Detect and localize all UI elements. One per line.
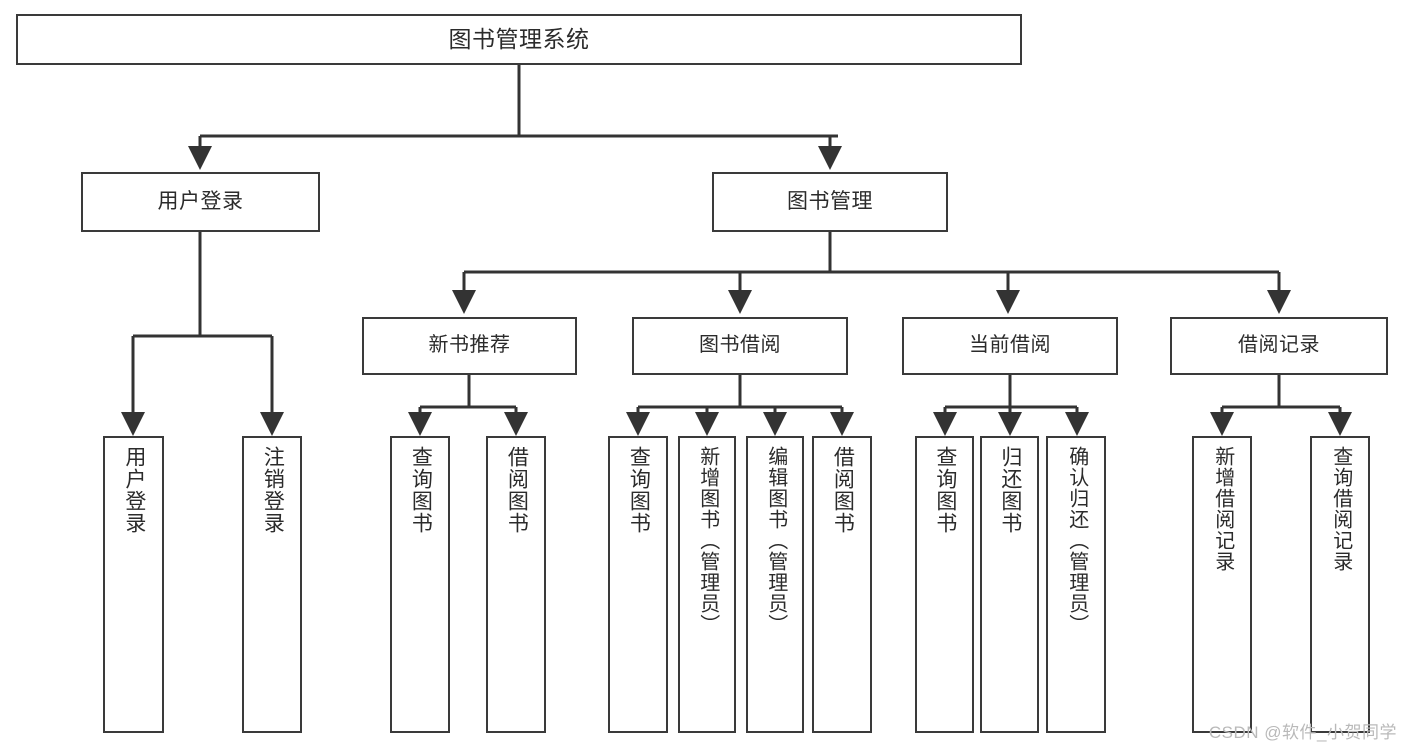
leaf-current-confirm-return-admin[interactable]: 确认归还（管理员） xyxy=(1046,436,1106,733)
node-root-system[interactable]: 图书管理系统 xyxy=(16,14,1022,65)
node-label: 归还图书 xyxy=(998,446,1022,534)
node-label: 用户登录 xyxy=(122,446,146,534)
leaf-borrow-query-book[interactable]: 查询图书 xyxy=(608,436,668,733)
leaf-user-login-signout[interactable]: 注销登录 xyxy=(242,436,302,733)
node-label: 借阅图书 xyxy=(505,446,529,534)
leaf-recommend-borrow-book[interactable]: 借阅图书 xyxy=(486,436,546,733)
node-label: 新增图书（管理员） xyxy=(696,446,719,635)
node-label: 查询借阅记录 xyxy=(1329,446,1352,572)
node-label: 查询图书 xyxy=(933,446,957,534)
node-label: 注销登录 xyxy=(261,446,285,534)
leaf-borrow-add-book-admin[interactable]: 新增图书（管理员） xyxy=(678,436,736,733)
node-label: 当前借阅 xyxy=(969,334,1051,357)
node-book-management[interactable]: 图书管理 xyxy=(712,172,948,232)
leaf-user-login-signin[interactable]: 用户登录 xyxy=(103,436,164,733)
node-label: 图书管理系统 xyxy=(448,26,590,53)
leaf-borrow-borrow-book[interactable]: 借阅图书 xyxy=(812,436,872,733)
node-current-borrow[interactable]: 当前借阅 xyxy=(902,317,1118,375)
leaf-current-query-book[interactable]: 查询图书 xyxy=(915,436,974,733)
node-label: 编辑图书（管理员） xyxy=(764,446,787,635)
node-label: 新书推荐 xyxy=(428,334,511,357)
leaf-borrow-edit-book-admin[interactable]: 编辑图书（管理员） xyxy=(746,436,804,733)
node-user-login[interactable]: 用户登录 xyxy=(81,172,320,232)
node-label: 用户登录 xyxy=(157,189,244,213)
node-label: 查询图书 xyxy=(627,446,651,534)
leaf-recommend-query-book[interactable]: 查询图书 xyxy=(390,436,450,733)
node-borrow-record[interactable]: 借阅记录 xyxy=(1170,317,1388,375)
csdn-watermark: CSDN @软件_小贺同学 xyxy=(1208,723,1397,742)
node-label: 图书管理 xyxy=(787,189,873,213)
node-book-borrow[interactable]: 图书借阅 xyxy=(632,317,848,375)
node-label: 确认归还（管理员） xyxy=(1065,446,1088,635)
node-new-book-recommend[interactable]: 新书推荐 xyxy=(362,317,577,375)
leaf-record-add-record[interactable]: 新增借阅记录 xyxy=(1192,436,1252,733)
node-label: 借阅记录 xyxy=(1238,334,1320,357)
leaf-record-query-record[interactable]: 查询借阅记录 xyxy=(1310,436,1370,733)
node-label: 图书借阅 xyxy=(699,334,781,357)
node-label: 新增借阅记录 xyxy=(1211,446,1234,572)
node-label: 借阅图书 xyxy=(831,446,855,534)
node-label: 查询图书 xyxy=(409,446,433,534)
leaf-current-return-book[interactable]: 归还图书 xyxy=(980,436,1039,733)
